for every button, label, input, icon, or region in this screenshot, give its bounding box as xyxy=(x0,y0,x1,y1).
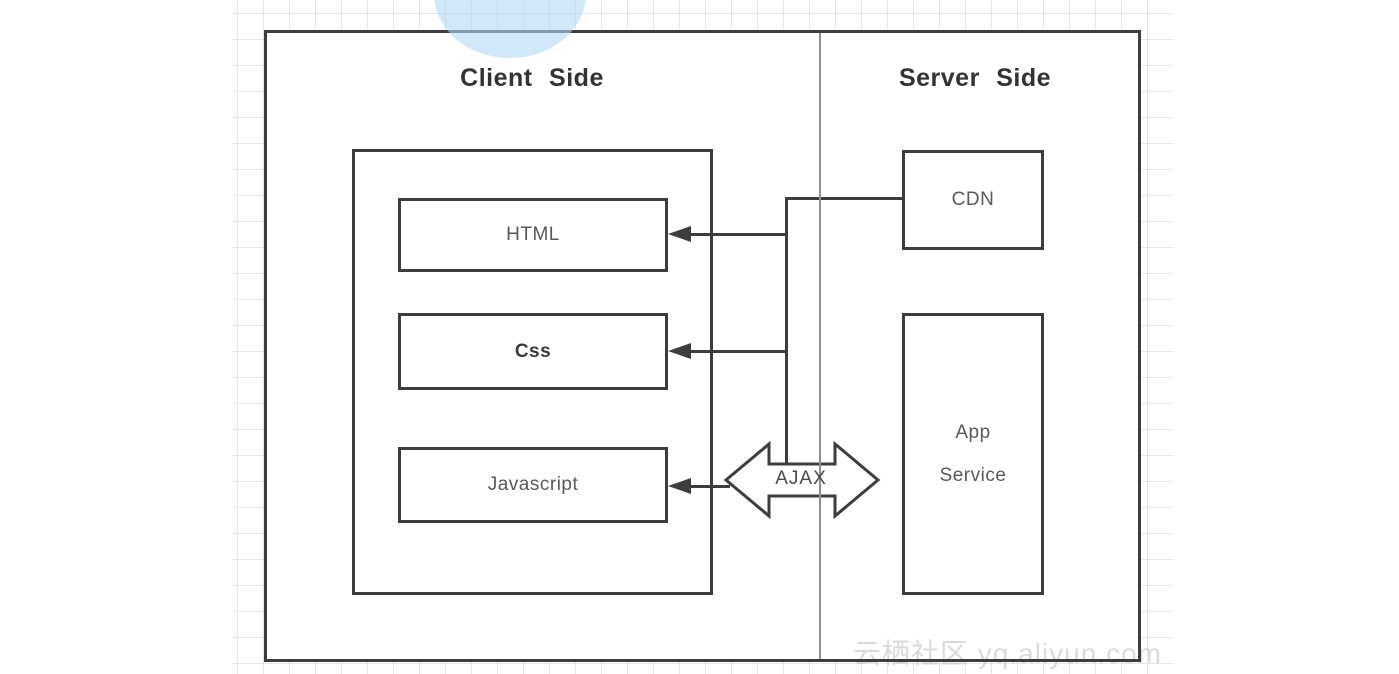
cdn-box: CDN xyxy=(902,150,1044,250)
outer-frame-border xyxy=(264,30,1141,662)
ajax-double-arrow-icon xyxy=(723,440,881,520)
panel-divider-line xyxy=(819,30,821,662)
arrowhead-html-icon xyxy=(668,226,691,242)
cdn-connector-vertical-line xyxy=(785,197,788,465)
arrowhead-javascript-icon xyxy=(668,478,691,494)
cdn-connector-horizontal-line xyxy=(785,197,902,200)
app-service-label-line2: Service xyxy=(939,465,1007,486)
arrow-line-to-javascript xyxy=(688,485,730,488)
arrow-line-to-css xyxy=(688,350,786,353)
app-service-label: App Service xyxy=(940,411,1007,497)
ajax-label: AJAX xyxy=(775,468,827,489)
arrow-line-to-html xyxy=(688,233,786,236)
server-side-title: Server Side xyxy=(898,64,1052,92)
javascript-box-label: Javascript xyxy=(487,474,579,495)
client-side-title: Client Side xyxy=(460,64,604,92)
watermark-text: 云栖社区 yq.aliyun.com xyxy=(853,638,1162,669)
html-box-label: HTML xyxy=(506,224,560,245)
client-container-box xyxy=(352,149,713,595)
app-service-box: App Service xyxy=(902,313,1044,595)
cdn-box-label: CDN xyxy=(951,189,995,210)
css-box: Css xyxy=(398,313,668,390)
arrowhead-css-icon xyxy=(668,343,691,359)
html-box: HTML xyxy=(398,198,668,272)
css-box-label: Css xyxy=(514,340,552,362)
app-service-label-line1: App xyxy=(955,422,991,443)
javascript-box: Javascript xyxy=(398,447,668,523)
